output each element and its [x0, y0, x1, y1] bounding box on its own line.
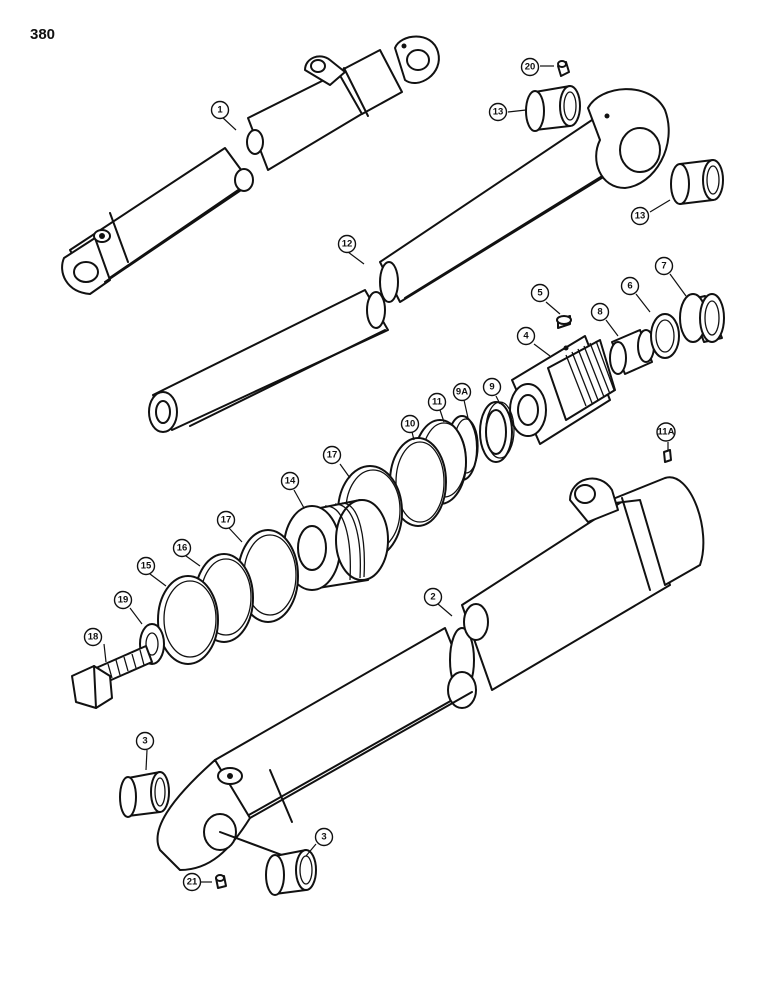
callout-17a: 17: [322, 445, 342, 465]
svg-text:17: 17: [221, 515, 232, 526]
grease-fitting-20: [557, 60, 570, 77]
grease-fitting-11a: [663, 449, 672, 463]
callout-18: 18: [83, 627, 103, 647]
callout-19: 19: [113, 590, 133, 610]
callout-3a: 3: [135, 731, 155, 751]
svg-text:17: 17: [327, 450, 338, 461]
piston-14: [283, 499, 389, 591]
svg-text:21: 21: [187, 877, 198, 888]
callout-5: 5: [530, 283, 550, 303]
page-number: 380: [30, 26, 56, 43]
bushing-3-lower: [265, 849, 317, 896]
bushing-13-upper: [525, 85, 581, 132]
callout-7: 7: [654, 256, 674, 276]
svg-text:13: 13: [635, 211, 646, 222]
callout-1: 1: [210, 100, 230, 120]
svg-text:9: 9: [489, 382, 494, 393]
svg-text:13: 13: [493, 107, 504, 118]
callout-13b: 13: [630, 206, 650, 226]
callout-4: 4: [516, 326, 536, 346]
callout-9: 9: [482, 377, 502, 397]
grease-fitting-21: [215, 874, 227, 889]
svg-text:3: 3: [142, 736, 147, 747]
o-ring-5: [556, 315, 572, 329]
svg-text:15: 15: [141, 561, 152, 572]
svg-text:11: 11: [432, 397, 443, 408]
callout-6: 6: [620, 276, 640, 296]
svg-text:3: 3: [321, 832, 326, 843]
svg-text:18: 18: [88, 632, 99, 643]
callout-11: 11: [427, 392, 447, 412]
svg-text:2: 2: [430, 592, 435, 603]
callout-16: 16: [172, 538, 192, 558]
leader-lines: [103, 65, 687, 883]
callout-10: 10: [400, 414, 420, 434]
piston-rod-part: [148, 88, 670, 433]
svg-text:8: 8: [597, 307, 602, 318]
svg-text:10: 10: [405, 419, 416, 430]
gland-part: [509, 335, 616, 445]
svg-text:19: 19: [118, 595, 129, 606]
svg-text:7: 7: [661, 261, 666, 272]
callout-3b: 3: [314, 827, 334, 847]
callout-11a: 11A: [656, 422, 676, 442]
callout-21: 21: [182, 872, 202, 892]
bushing-13-lower: [670, 159, 724, 205]
svg-text:14: 14: [285, 476, 296, 487]
assembled-cylinder-part: [61, 35, 440, 295]
callout-2: 2: [423, 587, 443, 607]
seal-9: [479, 401, 515, 463]
callout-9a: 9A: [452, 382, 472, 402]
svg-text:20: 20: [525, 62, 536, 73]
bolt-18: [71, 645, 153, 709]
callout-13a: 13: [488, 102, 508, 122]
cylinder-barrel-part: [156, 476, 705, 871]
callout-14: 14: [280, 471, 300, 491]
callout-8: 8: [590, 302, 610, 322]
svg-text:5: 5: [537, 288, 543, 299]
seal-8: [609, 329, 655, 375]
callout-12: 12: [337, 234, 357, 254]
callout-15: 15: [136, 556, 156, 576]
svg-text:6: 6: [627, 281, 632, 292]
svg-text:9A: 9A: [456, 387, 468, 398]
ring-15: [157, 575, 219, 665]
ring-6: [650, 313, 680, 359]
wiper-7: [679, 293, 725, 343]
svg-text:11A: 11A: [658, 427, 675, 438]
bushing-3-upper: [119, 771, 170, 818]
callout-20: 20: [520, 57, 540, 77]
svg-text:12: 12: [342, 239, 353, 250]
callout-17b: 17: [216, 510, 236, 530]
svg-text:4: 4: [523, 331, 529, 342]
svg-text:16: 16: [177, 543, 188, 554]
ring-10: [389, 437, 447, 527]
svg-text:1: 1: [217, 105, 223, 116]
